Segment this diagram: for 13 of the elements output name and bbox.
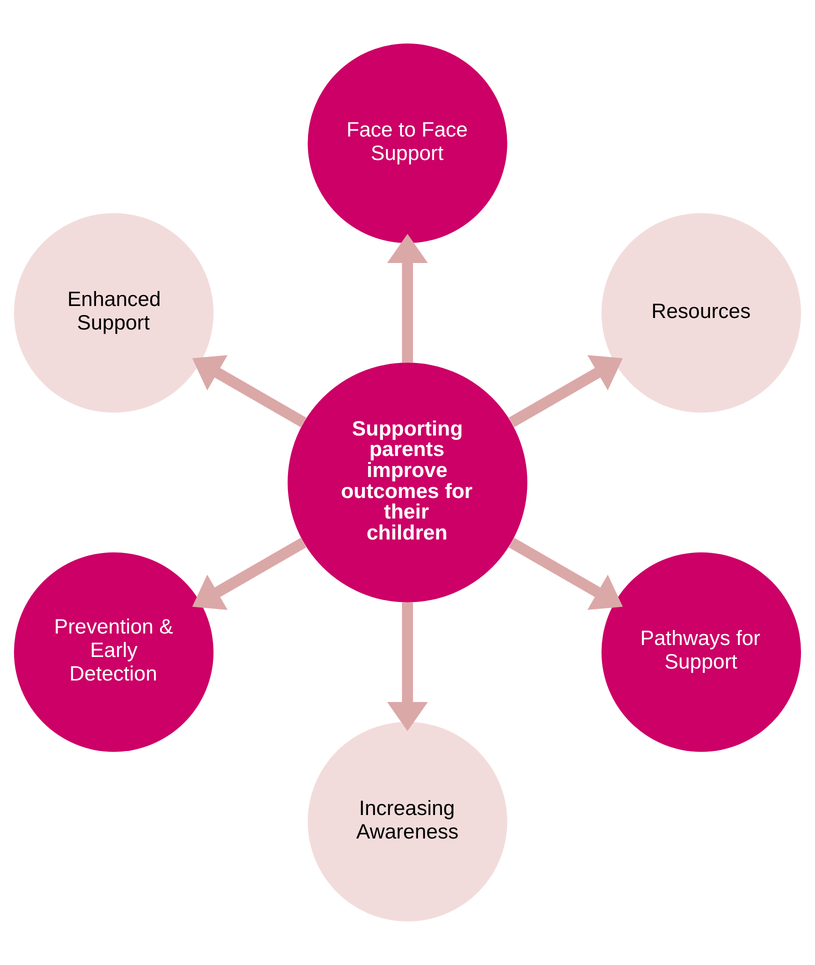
node-circle: Pathways for Support <box>602 552 802 752</box>
arrow <box>508 538 623 610</box>
arrow <box>387 234 428 362</box>
arrow <box>192 538 306 610</box>
node-circle: Enhanced Support <box>14 213 214 413</box>
node-circle: Increasing Awareness <box>308 722 508 922</box>
arrow <box>387 602 428 732</box>
node-circle: Prevention & Early Detection <box>14 552 214 752</box>
node-circle: Supporting parents improve outcomes for their children <box>288 362 528 602</box>
arrow <box>508 355 623 428</box>
node-circle: Resources <box>602 213 802 413</box>
arrow <box>192 355 306 428</box>
node-circle: Face to Face Support <box>308 44 508 244</box>
